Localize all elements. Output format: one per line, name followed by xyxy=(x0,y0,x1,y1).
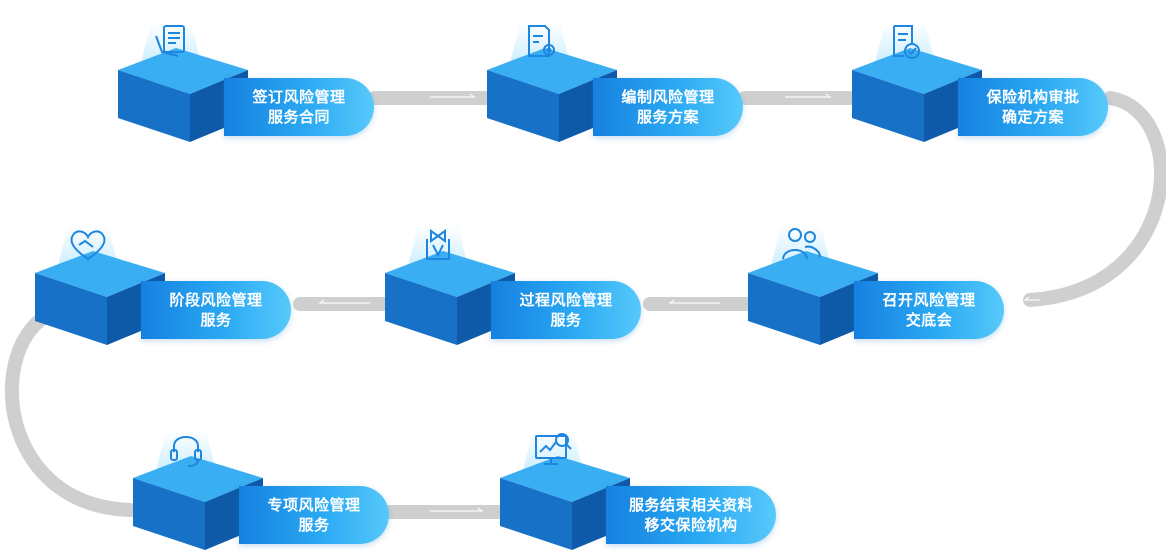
step-label-line2: 服务 xyxy=(298,516,330,534)
step-8: 服务结束相关资料 移交保险机构 xyxy=(500,430,776,550)
step-2: 编制风险管理 服务方案 xyxy=(487,22,747,142)
step-label: 编制风险管理 服务方案 xyxy=(593,78,743,136)
step-label: 过程风险管理 服务 xyxy=(491,281,641,339)
cube-block xyxy=(35,251,165,345)
step-label-line2: 服务 xyxy=(200,311,232,329)
step-label: 阶段风险管理 服务 xyxy=(141,281,291,339)
step-label: 签订风险管理 服务合同 xyxy=(224,78,374,136)
step-label: 专项风险管理 服务 xyxy=(239,486,389,544)
step-label-line1: 服务结束相关资料 xyxy=(628,496,753,514)
headset-icon xyxy=(170,436,202,467)
monitor-search-icon xyxy=(535,433,572,465)
handshake-heart-icon xyxy=(70,230,106,261)
contract-document-icon xyxy=(155,25,185,57)
step-4: 召开风险管理 交底会 xyxy=(748,225,1008,345)
step-3: 保险机构审批 确定方案 xyxy=(852,22,1112,142)
people-group-icon xyxy=(782,228,821,260)
step-label-line1: 保险机构审批 xyxy=(986,88,1080,106)
step-7: 专项风险管理 服务 xyxy=(133,430,393,550)
step-label-line2: 服务 xyxy=(550,311,582,329)
step-label-line2: 移交保险机构 xyxy=(644,516,738,534)
bowtie-shirt-icon xyxy=(426,229,450,260)
step-label-line2: 服务合同 xyxy=(267,108,330,126)
step-label: 服务结束相关资料 移交保险机构 xyxy=(606,486,776,544)
step-label-line1: 签订风险管理 xyxy=(252,88,346,106)
step-label-line1: 阶段风险管理 xyxy=(169,291,263,309)
step-label: 保险机构审批 确定方案 xyxy=(958,78,1108,136)
step-label: 召开风险管理 交底会 xyxy=(854,281,1004,339)
document-settings-icon xyxy=(528,25,555,57)
step-label-line1: 召开风险管理 xyxy=(882,291,976,309)
cube-block xyxy=(500,456,630,550)
step-label-line1: 专项风险管理 xyxy=(267,496,361,514)
step-label-line2: 确定方案 xyxy=(1001,108,1064,126)
step-6: 阶段风险管理 服务 xyxy=(35,225,295,345)
step-1: 签订风险管理 服务合同 xyxy=(118,22,378,142)
step-label-line1: 编制风险管理 xyxy=(621,88,715,106)
step-label-line2: 服务方案 xyxy=(636,108,699,126)
step-label-line2: 交底会 xyxy=(905,311,953,329)
approved-document-icon xyxy=(893,25,920,59)
step-label-line1: 过程风险管理 xyxy=(519,291,613,309)
step-5: 过程风险管理 服务 xyxy=(385,225,645,345)
